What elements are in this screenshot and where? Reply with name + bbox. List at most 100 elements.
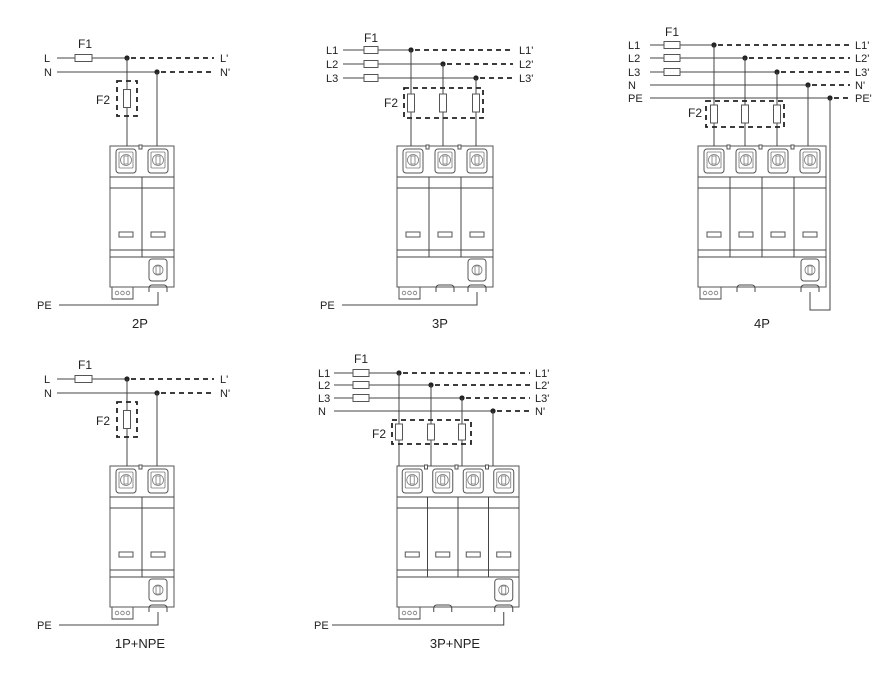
screw <box>471 154 483 166</box>
diagram-title: 3P+NPE <box>430 636 481 651</box>
screw <box>497 474 510 486</box>
terminal-frame <box>147 468 169 494</box>
outgoing-label: N' <box>220 388 230 400</box>
pin <box>708 290 713 296</box>
pin <box>412 290 418 296</box>
status-window <box>118 551 134 558</box>
line-label-pe: PE <box>628 93 643 105</box>
terminal-frame <box>432 468 454 494</box>
terminal-frame <box>799 148 821 174</box>
screw <box>152 264 164 276</box>
screw <box>120 154 132 166</box>
screw-slot <box>155 265 161 275</box>
screw <box>436 474 449 486</box>
line-label-l: L <box>44 374 50 386</box>
f2-fuse-icon <box>472 93 480 113</box>
f1-fuse-icon <box>663 68 681 76</box>
screw <box>772 154 784 166</box>
status-window <box>404 551 420 558</box>
status-window <box>150 551 166 558</box>
pe-wire <box>342 292 478 306</box>
diagram-title: 3P <box>432 316 448 331</box>
terminal-inner <box>465 471 481 489</box>
f1-fuse-icon <box>663 41 681 49</box>
terminal-frame <box>147 148 169 174</box>
terminal-screw-icon <box>115 468 137 494</box>
terminal-inner <box>404 471 420 489</box>
terminal-screw-icon <box>799 148 821 174</box>
pin <box>120 290 125 296</box>
terminal-frame <box>434 148 456 174</box>
screw <box>407 154 419 166</box>
line-label-n: N <box>318 406 326 418</box>
pe-label: PE <box>320 300 335 312</box>
pe-terminal-icon <box>148 578 168 612</box>
terminal-inner <box>435 471 451 489</box>
outgoing-label: L3' <box>519 73 533 85</box>
terminal-screw-icon <box>401 468 423 494</box>
line-label-n: N <box>44 67 52 79</box>
f2-label: F2 <box>372 427 386 441</box>
f1-fuse-icon <box>363 74 379 82</box>
f2-fuse-icon <box>427 423 435 441</box>
screw-slot <box>807 155 813 165</box>
screw <box>439 154 451 166</box>
terminal-inner <box>437 151 453 169</box>
line-label-l3: L3 <box>318 393 330 405</box>
status-window <box>435 551 451 558</box>
f2-dashed-box <box>116 401 138 438</box>
pin <box>407 610 412 616</box>
pin <box>713 290 719 296</box>
outgoing-label: PE' <box>855 93 872 105</box>
terminal-frame <box>115 148 137 174</box>
terminal-inner <box>405 151 421 169</box>
pole-notch <box>138 464 143 470</box>
terminal-inner <box>469 151 485 169</box>
screw <box>804 264 816 276</box>
din-clip <box>433 604 453 612</box>
outgoing-label: L2' <box>519 59 533 71</box>
screw-slot <box>155 475 161 485</box>
remote-signal-connector-icon <box>111 286 134 300</box>
terminal-screw-icon <box>147 468 169 494</box>
f1-label: F1 <box>364 31 378 45</box>
pe-terminal-icon <box>467 258 487 292</box>
screw-slot <box>409 475 415 485</box>
f2-fuse-icon <box>123 410 131 429</box>
f2-label: F2 <box>96 93 110 107</box>
remote-signal-connector-icon <box>111 606 134 620</box>
f1-fuse-icon <box>663 54 681 62</box>
terminal-inner <box>118 471 134 489</box>
terminal-frame <box>493 468 515 494</box>
pin <box>120 610 125 616</box>
status-window <box>405 231 421 238</box>
screw-slot <box>474 155 480 165</box>
din-clip <box>736 284 756 292</box>
outgoing-label: L3' <box>855 67 869 79</box>
screw <box>152 584 164 596</box>
terminal-screw-icon <box>434 148 456 174</box>
status-window <box>496 551 512 558</box>
terminal-screw-icon <box>703 148 725 174</box>
terminal-screw-icon <box>466 148 488 174</box>
outgoing-label: N' <box>220 67 230 79</box>
f2-fuse-icon <box>710 104 718 124</box>
terminal-frame <box>735 148 757 174</box>
screw-slot <box>775 155 781 165</box>
screw-slot <box>442 155 448 165</box>
terminal-screw-icon <box>147 148 169 174</box>
outgoing-label: N' <box>855 80 865 92</box>
f1-label: F1 <box>665 25 679 39</box>
f2-fuse-icon <box>439 93 447 113</box>
f2-dashed-box <box>116 80 138 117</box>
pole-notch <box>425 144 430 150</box>
pe-clip <box>148 284 168 292</box>
pole-notch <box>790 144 795 150</box>
terminal-inner <box>802 151 818 169</box>
status-window <box>150 231 166 238</box>
screw-slot <box>501 475 507 485</box>
line-label-l1: L1 <box>326 45 338 57</box>
